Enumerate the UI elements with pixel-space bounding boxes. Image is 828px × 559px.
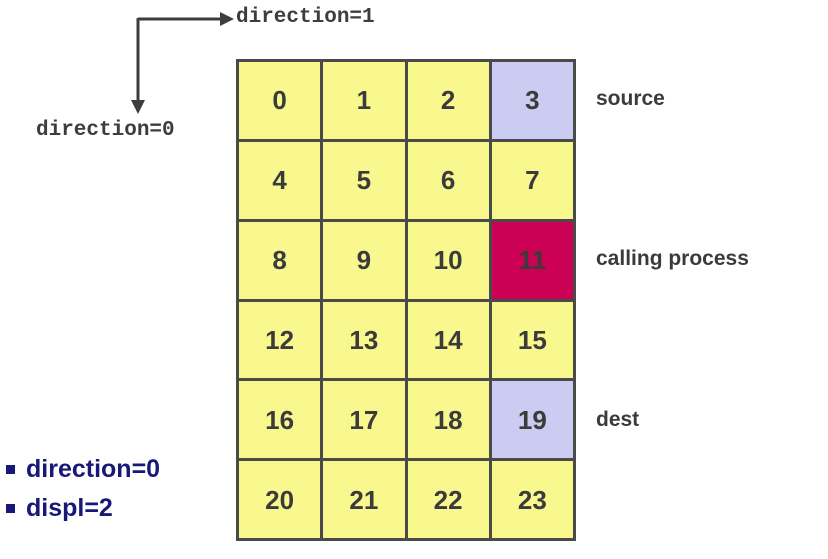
grid-cell-19: 19	[491, 381, 573, 459]
annotation-calling-process: calling process	[596, 247, 749, 270]
grid-cell-2: 2	[407, 62, 489, 139]
grid-cell-17: 17	[323, 381, 405, 459]
annotation-dest: dest	[596, 408, 640, 431]
parameter-bullet-list: direction=0 displ=2	[6, 450, 160, 528]
grid-cell-20: 20	[239, 461, 321, 538]
grid-cell-11: 11	[491, 221, 573, 299]
axis-label-horizontal: direction=1	[236, 6, 375, 29]
grid-cell-13: 13	[323, 301, 405, 379]
axis-arrow-group	[131, 12, 234, 114]
grid-cell-21: 21	[323, 461, 405, 538]
bullet-square-icon	[6, 504, 15, 513]
grid-cell-7: 7	[491, 141, 573, 219]
grid-cell-16: 16	[239, 381, 321, 459]
bullet-label: displ=2	[26, 494, 113, 522]
grid-cell-18: 18	[407, 381, 489, 459]
bullet-item: direction=0	[6, 450, 160, 489]
grid-cell-22: 22	[407, 461, 489, 538]
grid-cell-9: 9	[323, 221, 405, 299]
grid-cell-3: 3	[491, 62, 573, 139]
annotation-source: source	[596, 87, 665, 110]
grid-cell-5: 5	[323, 141, 405, 219]
grid-cell-4: 4	[239, 141, 321, 219]
grid-cell-6: 6	[407, 141, 489, 219]
grid-cell-15: 15	[491, 301, 573, 379]
arrow-right-icon	[138, 12, 234, 26]
bullet-label: direction=0	[26, 455, 161, 483]
grid-cell-1: 1	[323, 62, 405, 139]
grid-cell-23: 23	[491, 461, 573, 538]
bullet-square-icon	[6, 465, 15, 474]
grid-cell-10: 10	[407, 221, 489, 299]
grid-cell-0: 0	[239, 62, 321, 139]
grid-cell-12: 12	[239, 301, 321, 379]
axis-label-vertical: direction=0	[36, 119, 175, 142]
bullet-item: displ=2	[6, 489, 160, 528]
grid-cell-14: 14	[407, 301, 489, 379]
arrow-down-icon	[131, 18, 145, 114]
grid-cell-8: 8	[239, 221, 321, 299]
